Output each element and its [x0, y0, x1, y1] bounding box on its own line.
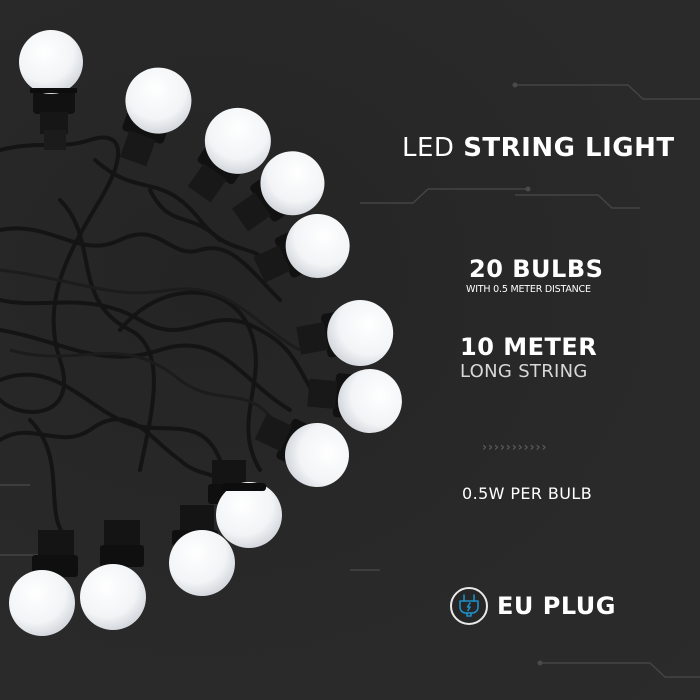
bulb: [232, 151, 325, 232]
feature-bulbs-subline: WITH 0.5 METER DISTANCE: [466, 284, 591, 295]
plug-badge: [450, 587, 488, 625]
feature-bulbs-headline: 20 BULBS: [469, 255, 604, 283]
bulb: [19, 30, 83, 150]
bulb: [119, 67, 192, 167]
power-rating: 0.5W PER BULB: [462, 484, 593, 503]
bulb: [9, 530, 78, 636]
bulb: [187, 107, 271, 203]
title-bold-words: STRING LIGHT: [463, 133, 675, 163]
title-light-word: LED: [402, 133, 455, 163]
feature-length-headline: 10 METER: [460, 333, 598, 361]
bulb: [307, 368, 402, 433]
feature-length-subline: LONG STRING: [460, 361, 588, 382]
plug-icon: [459, 594, 479, 617]
bulb: [254, 413, 349, 487]
product-title: LED STRING LIGHT: [402, 133, 675, 163]
bulb: [208, 460, 282, 548]
bulb: [169, 505, 235, 596]
bulb: [253, 213, 350, 283]
plug-type-label: EU PLUG: [497, 592, 616, 620]
chevron-divider: ›››››››››››: [482, 440, 548, 454]
string-light-photo: [0, 30, 402, 636]
bulb: [80, 520, 146, 630]
bulb: [296, 299, 394, 366]
